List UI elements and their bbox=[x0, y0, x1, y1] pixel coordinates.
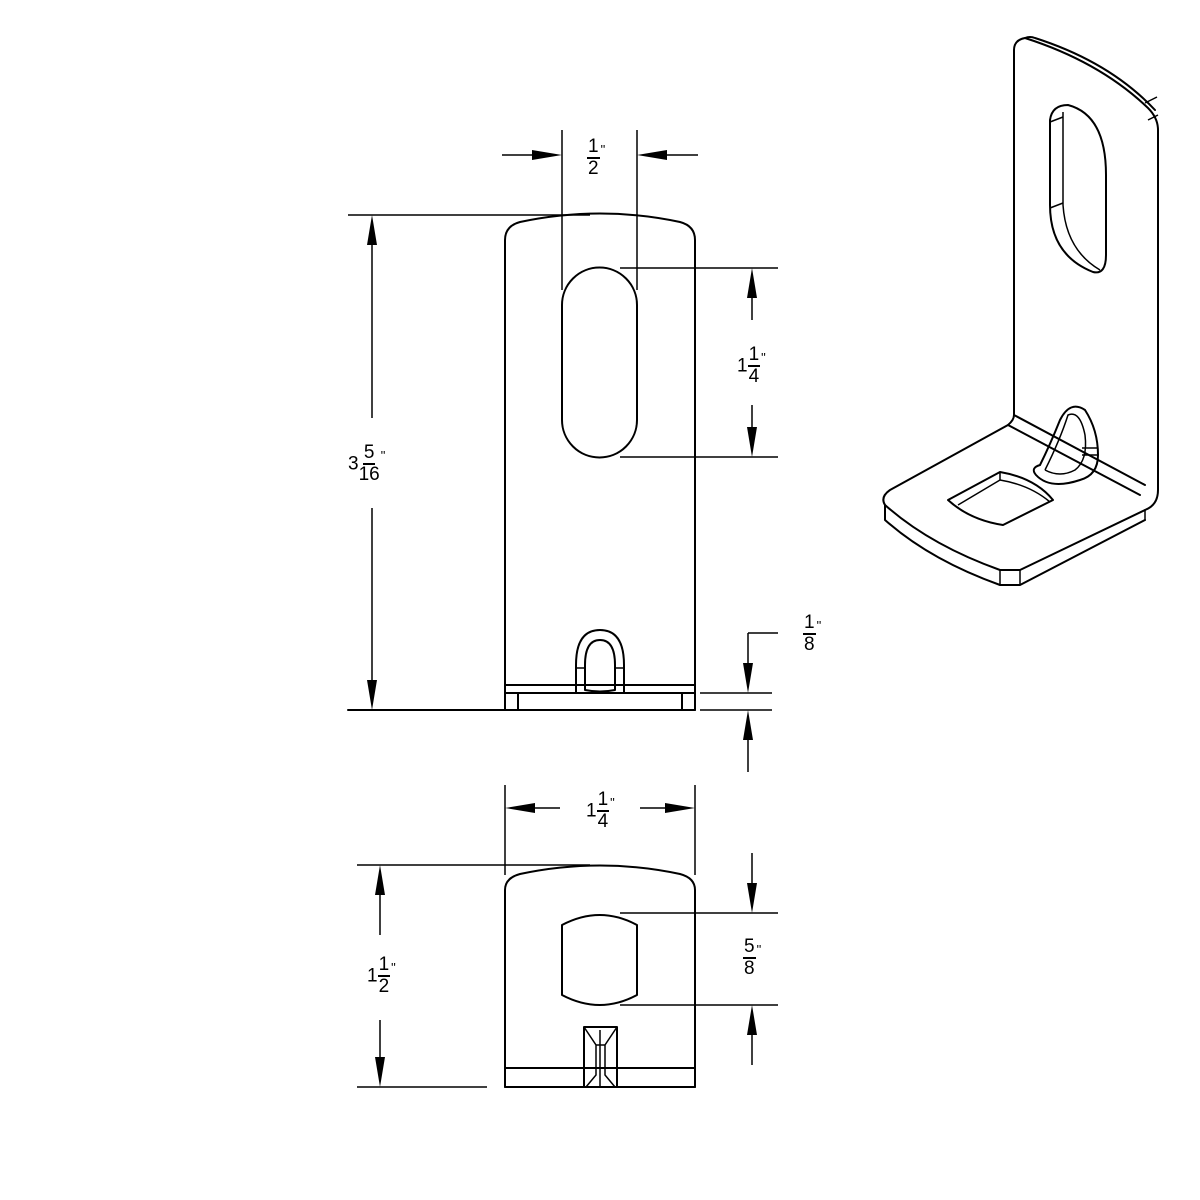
top-square-hole bbox=[561, 914, 638, 1006]
front-tab-outer bbox=[575, 629, 625, 694]
isometric-view bbox=[882, 36, 1159, 586]
front-outline bbox=[504, 212, 696, 711]
top-view bbox=[357, 785, 778, 1088]
top-outline bbox=[504, 864, 696, 1088]
front-tab-inner bbox=[584, 639, 616, 693]
front-view bbox=[347, 130, 778, 772]
front-slot bbox=[561, 266, 638, 459]
